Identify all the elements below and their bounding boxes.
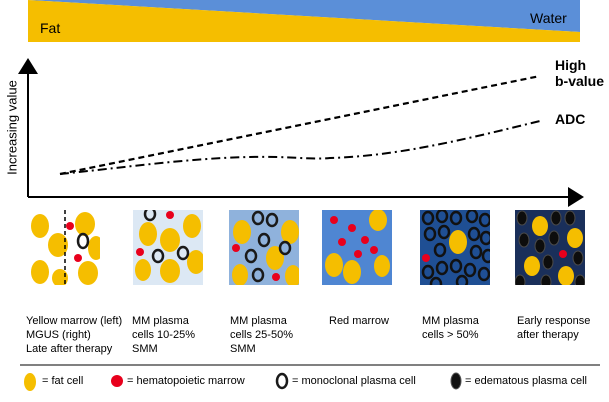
high-b-value-curve — [59, 74, 541, 176]
water-label: Water — [530, 10, 567, 26]
adc-curve — [59, 120, 541, 175]
caption-red-marrow: Red marrow — [329, 315, 389, 327]
caption-mm-over-50: MM plasma cells > 50% — [422, 315, 479, 341]
high-b-value-label: High b-value — [555, 57, 604, 89]
legend-edematous-plasma-cell: = edematous plasma cell — [465, 375, 587, 387]
legend-fat-cell: = fat cell — [42, 375, 84, 387]
edematous-plasma-cell-icon — [450, 372, 462, 390]
hematopoietic-marrow-icon — [111, 375, 123, 387]
panel-early-response — [515, 210, 585, 285]
monoclonal-plasma-cell-icon — [275, 372, 289, 390]
adc-label: ADC — [555, 111, 586, 127]
panel-red-marrow — [322, 210, 392, 285]
fat-wedge — [28, 0, 580, 42]
fat-cell-icon — [24, 373, 36, 391]
caption-mm-10-25: MM plasma cells 10-25% SMM — [132, 315, 195, 355]
panel-mm-10-25 — [133, 210, 203, 285]
caption-early-response: Early response after therapy — [517, 315, 591, 341]
fat-label: Fat — [40, 20, 61, 36]
high-b-value-label-line2: b-value — [555, 73, 605, 89]
legend-hematopoietic-marrow: = hematopoietic marrow — [127, 375, 245, 387]
legend-monoclonal-plasma-cell: = monoclonal plasma cell — [292, 375, 416, 387]
high-b-value-label-line1: High — [555, 57, 587, 73]
panel-yellow-marrow — [30, 210, 100, 285]
panel-mm-25-50 — [229, 210, 299, 285]
caption-mm-25-50: MM plasma cells 25-50% SMM — [230, 315, 293, 355]
panel-mm-over-50 — [420, 210, 490, 285]
caption-yellow-marrow: Yellow marrow (left) MGUS (right) Late a… — [26, 315, 123, 355]
